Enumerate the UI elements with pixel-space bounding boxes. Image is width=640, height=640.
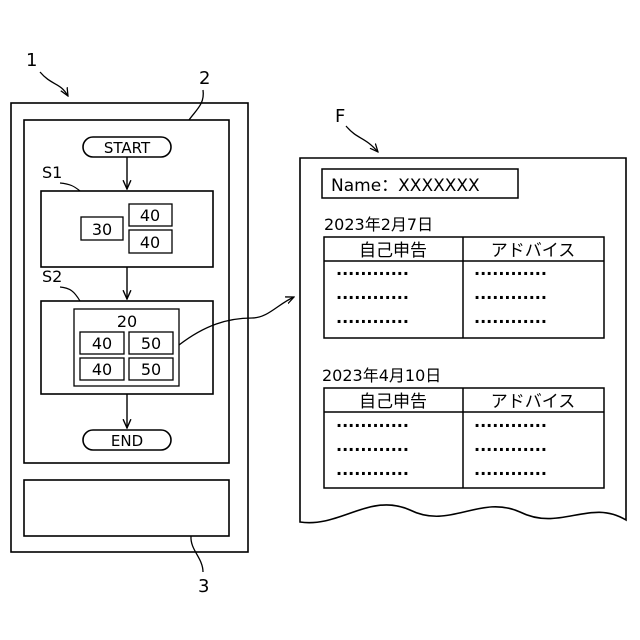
leader-screen (189, 90, 203, 120)
leader-panel (191, 536, 203, 572)
bottom-panel (24, 480, 229, 536)
entry1-dots-l1: ············ (336, 264, 409, 283)
entry2-dots-r2: ············ (474, 440, 547, 459)
entry2-col2-header: アドバイス (491, 392, 576, 412)
leader-step1 (60, 183, 80, 191)
step2-label: S2 (42, 267, 62, 286)
entry2-dots-l2: ············ (336, 440, 409, 459)
ref-label-screen: 2 (199, 68, 210, 89)
ref-label-panel: 3 (198, 576, 209, 597)
entry2-dots-r1: ············ (474, 416, 547, 435)
entry1-dots-r3: ············ (474, 312, 547, 331)
step2-cell-r2c2-text: 50 (141, 360, 161, 379)
step2-cell-r2c1-text: 40 (92, 360, 112, 379)
name-value: XXXXXXX (398, 176, 480, 196)
entry2-date: 2023年4月10日 (322, 366, 441, 385)
entry2-dots-l3: ············ (336, 464, 409, 483)
end-label: END (111, 432, 143, 450)
entry1-dots-l3: ············ (336, 312, 409, 331)
step1-value-bottom-text: 40 (140, 233, 160, 252)
entry2-dots-l1: ············ (336, 416, 409, 435)
step1-label: S1 (42, 163, 62, 182)
step1-box (41, 191, 213, 267)
entry1-dots-r1: ············ (474, 264, 547, 283)
entry1-dots-l2: ············ (336, 288, 409, 307)
entry1-col1-header: 自己申告 (359, 241, 427, 261)
ref-label-device: 1 (26, 50, 37, 71)
step2-header-text: 20 (117, 312, 137, 331)
step2-cell-r1c2-text: 50 (141, 334, 161, 353)
step2-cell-r1c1-text: 40 (92, 334, 112, 353)
name-label: Name：XXXXXXX (331, 176, 480, 196)
leader-form (346, 126, 378, 152)
entry1-dots-r2: ············ (474, 288, 547, 307)
entry1-col2-header: アドバイス (491, 241, 576, 261)
step1-value-top-text: 40 (140, 206, 160, 225)
start-label: START (104, 139, 151, 157)
step1-value-left-text: 30 (92, 220, 112, 239)
entry2-col1-header: 自己申告 (359, 392, 427, 412)
output-arrow (179, 297, 294, 345)
entry2-dots-r3: ············ (474, 464, 547, 483)
ref-label-form: F (335, 106, 345, 127)
entry1-date: 2023年2月7日 (324, 215, 433, 234)
leader-device (40, 72, 68, 96)
leader-step2 (60, 287, 80, 301)
